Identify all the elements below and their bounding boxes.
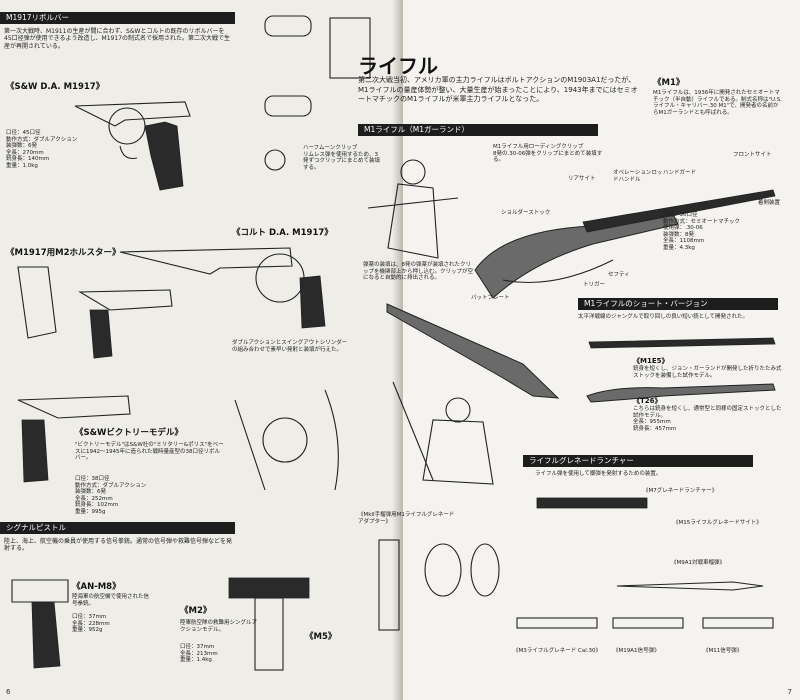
m1e5-rifle-drawing — [588, 337, 776, 349]
page-number-left: 6 — [6, 688, 11, 696]
m7-label: 《M7グレネードランチャー》 — [643, 488, 718, 494]
label-trigger: トリガー — [583, 282, 606, 288]
label-op-rod: オペレーションロッドハンドル — [613, 170, 663, 183]
revolver-intro: 第一次大戦時、M1911の生産が間に合わず、S&Wとコルトの既存のリボルバーを4… — [4, 28, 230, 50]
m2-holster-drawing — [17, 266, 57, 339]
m1e5-title: 《M1E5》 — [633, 357, 669, 365]
cartridge-drawings — [264, 15, 371, 171]
m2-text: 陸軍航空隊の救難用シングルアクションモデル。 — [180, 620, 258, 633]
m2-title: 《M2》 — [180, 606, 212, 616]
m5-title: 《M5》 — [305, 632, 337, 642]
an-m8-title: 《AN-M8》 — [72, 582, 121, 592]
section-header-signal: シグナルピストル — [0, 522, 235, 534]
an-m8-text: 陸海軍の航空機で使用された信号拳銃。 — [72, 594, 150, 607]
victory-model-revolver-drawing — [17, 395, 131, 483]
t26-text: こちらは銃身を短くし、通常型と同様の固定ストックとした試作モデル。 全長：955… — [633, 406, 782, 432]
swing-out-cylinder-drawing — [234, 389, 339, 491]
holster-title: 《M1917用M2ホルスター》 — [6, 248, 121, 258]
rifle-section-title: ライフル — [358, 54, 438, 78]
an-m8-specs: 口径：37mm 全長：228mm 重量：952g — [72, 614, 110, 633]
signal-grenades-drawing — [516, 617, 774, 629]
label-bayonet-lug: 着剣装置 — [758, 200, 781, 206]
m3-label: 《M3ライフルグレネード Cal.30》 — [513, 648, 601, 654]
soldier-firing-grenade-drawing — [392, 381, 494, 485]
victory-model-title: 《S&Wビクトリーモデル》 — [75, 428, 183, 438]
double-action-note: ダブルアクションとスイングアウトシリンダーの組み合わせで素早い発射と装填が行えた… — [232, 340, 348, 353]
colt-m1917-title: 《コルト D.A. M1917》 — [232, 228, 333, 238]
m9a1-grenade-drawing — [616, 581, 764, 591]
clip-note: M1ライフル用ローディングクリップ 8発の.30-06弾をクリップにまとめて装填… — [493, 144, 603, 163]
m2-signal-pistol-drawing — [228, 577, 310, 671]
m2-specs: 口径：37mm 全長：213mm 重量：1.4kg — [180, 644, 218, 663]
label-shoulder-stock: ショルダーストック — [501, 210, 551, 216]
left-page: M1917リボルバー 第一次大戦時、M1911の生産が間に合わず、S&Wとコルト… — [0, 0, 399, 700]
grenade-adapter-drawing — [378, 539, 500, 631]
half-moon-clip-note: ハーフムーンクリップ リムレス弾を使用するため、3発ずつクリップにまとめて装填す… — [303, 145, 381, 171]
m15-label: 《M15ライフルグレネードサイト》 — [673, 520, 762, 526]
m1-specs: 口径：30口径 動作方式：セミオートマチック 使用弾：.30-06 装弾数：8発… — [663, 212, 741, 251]
right-page: ライフル 第二次大戦当初、アメリカ軍の主力ライフルはボルトアクションのM1903… — [358, 0, 800, 700]
section-header-revolver: M1917リボルバー — [0, 12, 235, 24]
rifle-with-bayonet-drawing — [386, 303, 560, 399]
t26-rifle-drawing — [586, 383, 776, 403]
section-header-short: M1ライフルのショート・バージョン — [578, 298, 778, 310]
short-version-text: 太平洋戦線のジャングルで取り回しの良い短い銃として開発された。 — [578, 314, 749, 320]
an-m8-signal-pistol-drawing — [11, 579, 69, 669]
label-safety: セフティ — [608, 272, 630, 278]
colt-m1917-revolver-drawing — [119, 247, 326, 329]
m9a1-label: 《M9A1対戦車榴弾》 — [671, 560, 726, 566]
m1-title: 《M1》 — [653, 78, 685, 88]
m1-garand-rifle-drawing — [474, 189, 776, 299]
victory-model-specs: 口径：38口径 動作方式：ダブルアクション 装弾数：6発 全長：252mm 銃身… — [75, 476, 147, 515]
sw-m1917-specs: 口径：45口径 動作方式：ダブルアクション 装弾数：6発 全長：270mm 銃身… — [6, 130, 78, 169]
soldier-with-m1-drawing — [367, 159, 459, 259]
page-number-right: 7 — [787, 688, 792, 696]
sw-m1917-title: 《S&W D.A. M1917》 — [6, 82, 105, 92]
t26-title: 《T26》 — [633, 397, 662, 405]
small-revolver-drawing — [78, 289, 173, 359]
label-handguard: ハンドガード — [663, 170, 697, 176]
rifle-intro: 第二次大戦当初、アメリカ軍の主力ライフルはボルトアクションのM1903A1だった… — [358, 76, 638, 103]
victory-model-text: "ビクトリーモデル"はS&W社の"ミリタリー&ポリス"をベースに1942～194… — [75, 442, 224, 461]
section-header-garand: M1ライフル（M1ガーランド） — [358, 124, 598, 136]
label-rear-sight: リアサイト — [568, 176, 596, 182]
label-front-sight: フロントサイト — [733, 152, 772, 158]
empty-clip-note: 弾薬の装填は、8発の弾薬が装填されたクリップを機関部上から押し込む。クリップが空… — [363, 262, 474, 281]
m11-label: 《M11信号弾》 — [703, 648, 743, 654]
signal-intro: 陸上、海上、航空機の乗員が使用する信号拳銃。通常の信号弾や救難信号弾などを発射す… — [4, 538, 233, 553]
section-header-grenade: ライフルグレネードランチャー — [523, 455, 753, 467]
label-butt-plate: バットプレート — [471, 295, 510, 301]
grenade-launcher-text: ライフル弾を使用して擲弾を発射するための装置。 — [535, 471, 662, 477]
m1-text: M1ライフルは、1936年に開発されたセミオートマチック（半自動）ライフルである… — [653, 90, 782, 116]
mk2-adapter-label: 《MkII手榴弾用M1ライフルグレネードアダプター》 — [358, 512, 455, 525]
m7-launcher-drawing — [536, 497, 648, 509]
m19a1-label: 《M19A1信号弾》 — [613, 648, 660, 654]
sw-m1917-revolver-drawing — [74, 101, 191, 191]
m1e5-text: 銃身を短くし、ジョン・ガーランドが開発した折りたたみ式ストックを装備した試作モデ… — [633, 366, 782, 379]
